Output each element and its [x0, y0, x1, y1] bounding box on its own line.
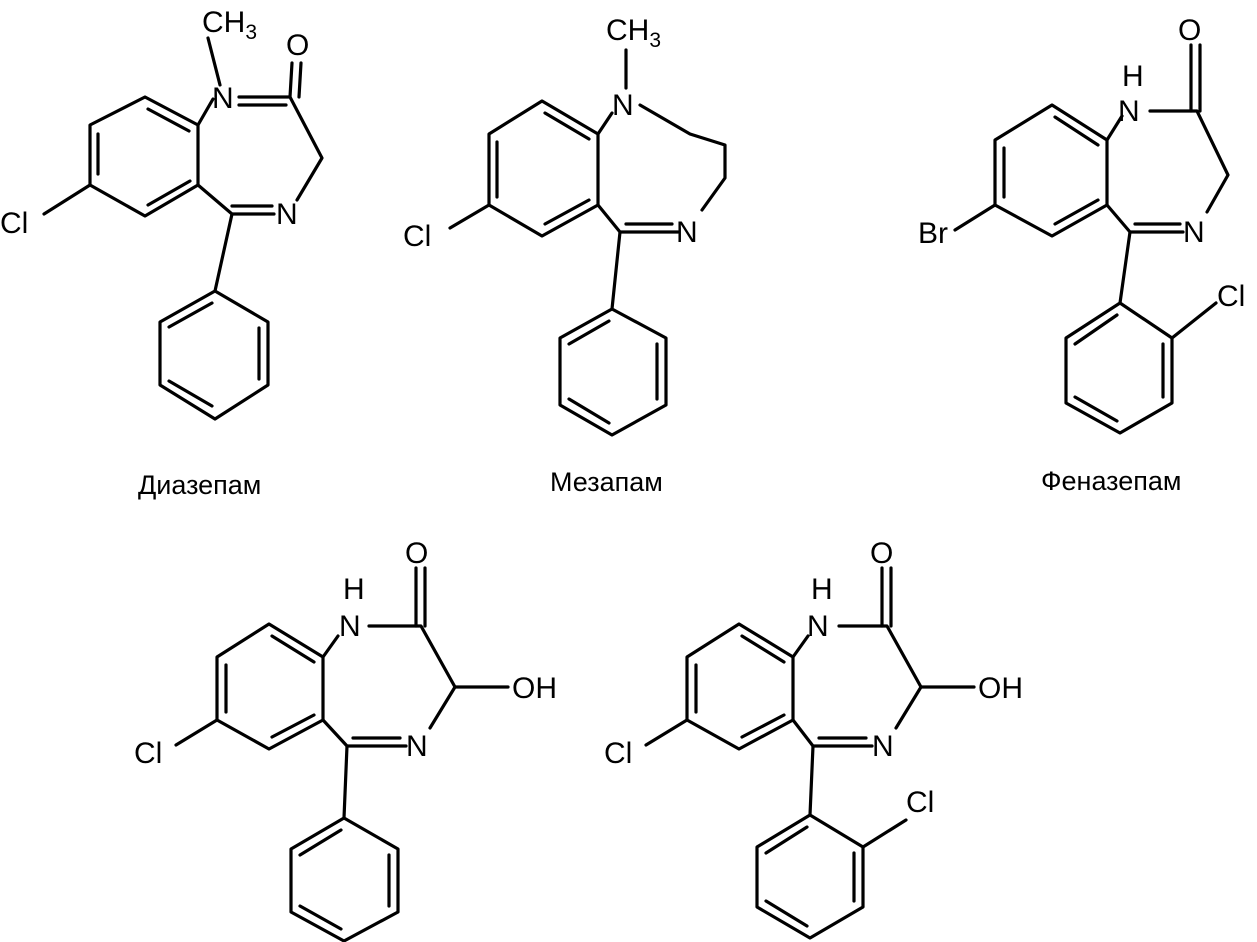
- carbonyl-bond: [1189, 43, 1202, 113]
- chlorophenyl-ring: [1064, 230, 1174, 435]
- bromo-bond: [953, 203, 997, 232]
- n1-label: N: [339, 610, 361, 643]
- chloro-bond: [42, 183, 92, 216]
- benzene-ring: [487, 99, 600, 238]
- oxygen-label: O: [870, 537, 893, 570]
- chloro-label: Cl: [403, 220, 431, 253]
- n1-label: N: [212, 82, 234, 115]
- n4-label: N: [1183, 216, 1205, 249]
- oxygen-label: O: [1178, 14, 1201, 47]
- phenyl-ring: [289, 744, 400, 942]
- bromo-label: Br: [918, 217, 948, 250]
- n1-label: N: [1118, 95, 1140, 128]
- diazepine-ring: [1105, 109, 1230, 234]
- benzene-ring: [215, 622, 325, 751]
- chloro-label: Cl: [604, 737, 632, 770]
- nh-hydrogen-label: H: [811, 573, 833, 606]
- diazepine-ring: [596, 103, 727, 234]
- nh-hydrogen-label: H: [1122, 60, 1144, 93]
- ortho-chloro-label: Cl: [906, 786, 934, 819]
- n4-label: N: [676, 216, 698, 249]
- n4-label: N: [406, 730, 428, 763]
- benzene-ring: [993, 103, 1109, 238]
- methyl-bond: [206, 36, 222, 87]
- benzene-ring: [88, 95, 200, 218]
- phenyl-ring: [558, 230, 668, 437]
- oxygen-label: O: [286, 29, 309, 62]
- ortho-chloro-bond: [1170, 301, 1218, 340]
- compound-name: Феназепам: [1041, 466, 1181, 496]
- hydroxy-chlorophenyl-benzodiazepine-structure: O H N OH N Cl Cl: [604, 537, 1023, 940]
- diazepine-ring: [321, 624, 457, 748]
- chloro-bond: [644, 718, 689, 747]
- chlorophenyl-ring: [755, 744, 865, 940]
- nh-hydrogen-label: H: [343, 573, 365, 606]
- methyl-label: CH3: [606, 14, 661, 52]
- chloro-bond: [448, 203, 491, 230]
- compound-name: Мезапам: [550, 467, 663, 497]
- carbonyl-bond: [414, 566, 427, 628]
- chloro-bond: [174, 718, 219, 747]
- ortho-chloro-bond: [861, 818, 908, 849]
- compound-name: Диазепам: [138, 470, 261, 500]
- phenyl-ring: [158, 212, 270, 421]
- hydroxy-benzodiazepine-structure: O H N OH N Cl: [134, 537, 557, 942]
- n1-label: N: [807, 610, 829, 643]
- carbonyl-bond: [880, 566, 893, 628]
- hydroxyl-label: OH: [978, 672, 1023, 705]
- chloro-label: Cl: [134, 737, 162, 770]
- hydroxyl-label: OH: [512, 672, 557, 705]
- diazepine-ring: [791, 624, 923, 748]
- n4-label: N: [276, 198, 298, 231]
- mezapam-structure: CH3 N N Cl Мезапам: [403, 14, 727, 497]
- oxygen-label: O: [405, 537, 428, 570]
- carbonyl-bond: [288, 61, 303, 99]
- diazepam-structure: CH3 O N N Cl Диазепам: [0, 6, 324, 500]
- methyl-label: CH3: [202, 6, 257, 44]
- phenazepam-structure: O H N N Br Cl Феназепам: [918, 14, 1245, 496]
- chloro-label: Cl: [0, 207, 28, 240]
- n4-label: N: [872, 730, 894, 763]
- n1-label: N: [612, 89, 634, 122]
- benzene-ring: [685, 622, 795, 751]
- ortho-chloro-label: Cl: [1217, 280, 1245, 313]
